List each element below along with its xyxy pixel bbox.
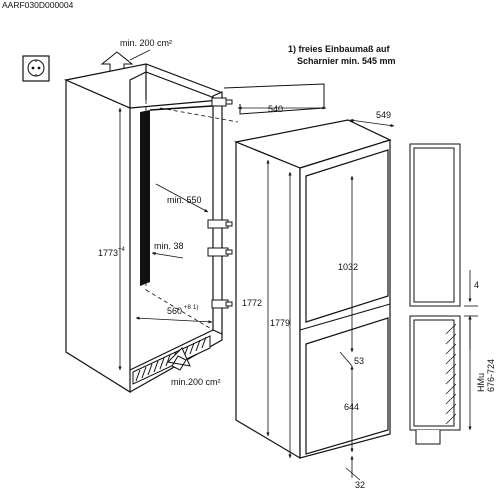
niche-height-label: 1773 +4 xyxy=(98,247,126,258)
body-height-label: 1772 xyxy=(242,298,262,308)
air-inflow-arrow-icon xyxy=(166,347,191,371)
svg-text:+8: +8 xyxy=(184,305,192,311)
svg-text:1): 1) xyxy=(193,305,198,311)
ventilation-bottom-label: min.200 cm² xyxy=(171,377,221,387)
svg-text:1773: 1773 xyxy=(98,248,118,258)
hinges xyxy=(207,97,233,309)
gap-mid-label: 53 xyxy=(354,356,364,366)
side-view xyxy=(409,143,461,445)
cabinet-niche xyxy=(64,63,223,394)
footnote-line-1: 1) freies Einbaumaß auf xyxy=(288,44,391,54)
bottom-offset-label: 32 xyxy=(355,480,365,490)
lower-door-label: 644 xyxy=(344,402,359,412)
appliance-doors xyxy=(305,149,389,455)
svg-text:+4: +4 xyxy=(118,247,126,253)
upper-door-label: 1032 xyxy=(338,262,358,272)
side-view-hatch xyxy=(445,323,457,425)
figure-code: AARF030D000004 xyxy=(2,0,74,10)
ventilation-top-label: min. 200 cm² xyxy=(120,38,172,48)
hmu-label: HMu 676-724 xyxy=(476,359,496,392)
total-depth-label: 549 xyxy=(376,110,391,120)
cabinet-back-seal xyxy=(140,110,150,286)
niche-gap-label: min. 38 xyxy=(154,241,184,251)
niche-width-label: 560 +8 1) xyxy=(167,305,198,316)
niche-depth-label: min. 550 xyxy=(167,195,202,205)
side-gap-label: 4 xyxy=(474,280,479,290)
svg-text:560: 560 xyxy=(167,306,182,316)
power-socket-icon xyxy=(22,55,50,82)
svg-text:HMu: HMu xyxy=(476,373,486,392)
door-depth-label: 540 xyxy=(268,104,283,114)
total-height-label: 1779 xyxy=(270,318,290,328)
footnote-line-2: Scharnier min. 545 mm xyxy=(297,56,396,66)
svg-text:676-724: 676-724 xyxy=(486,359,496,392)
